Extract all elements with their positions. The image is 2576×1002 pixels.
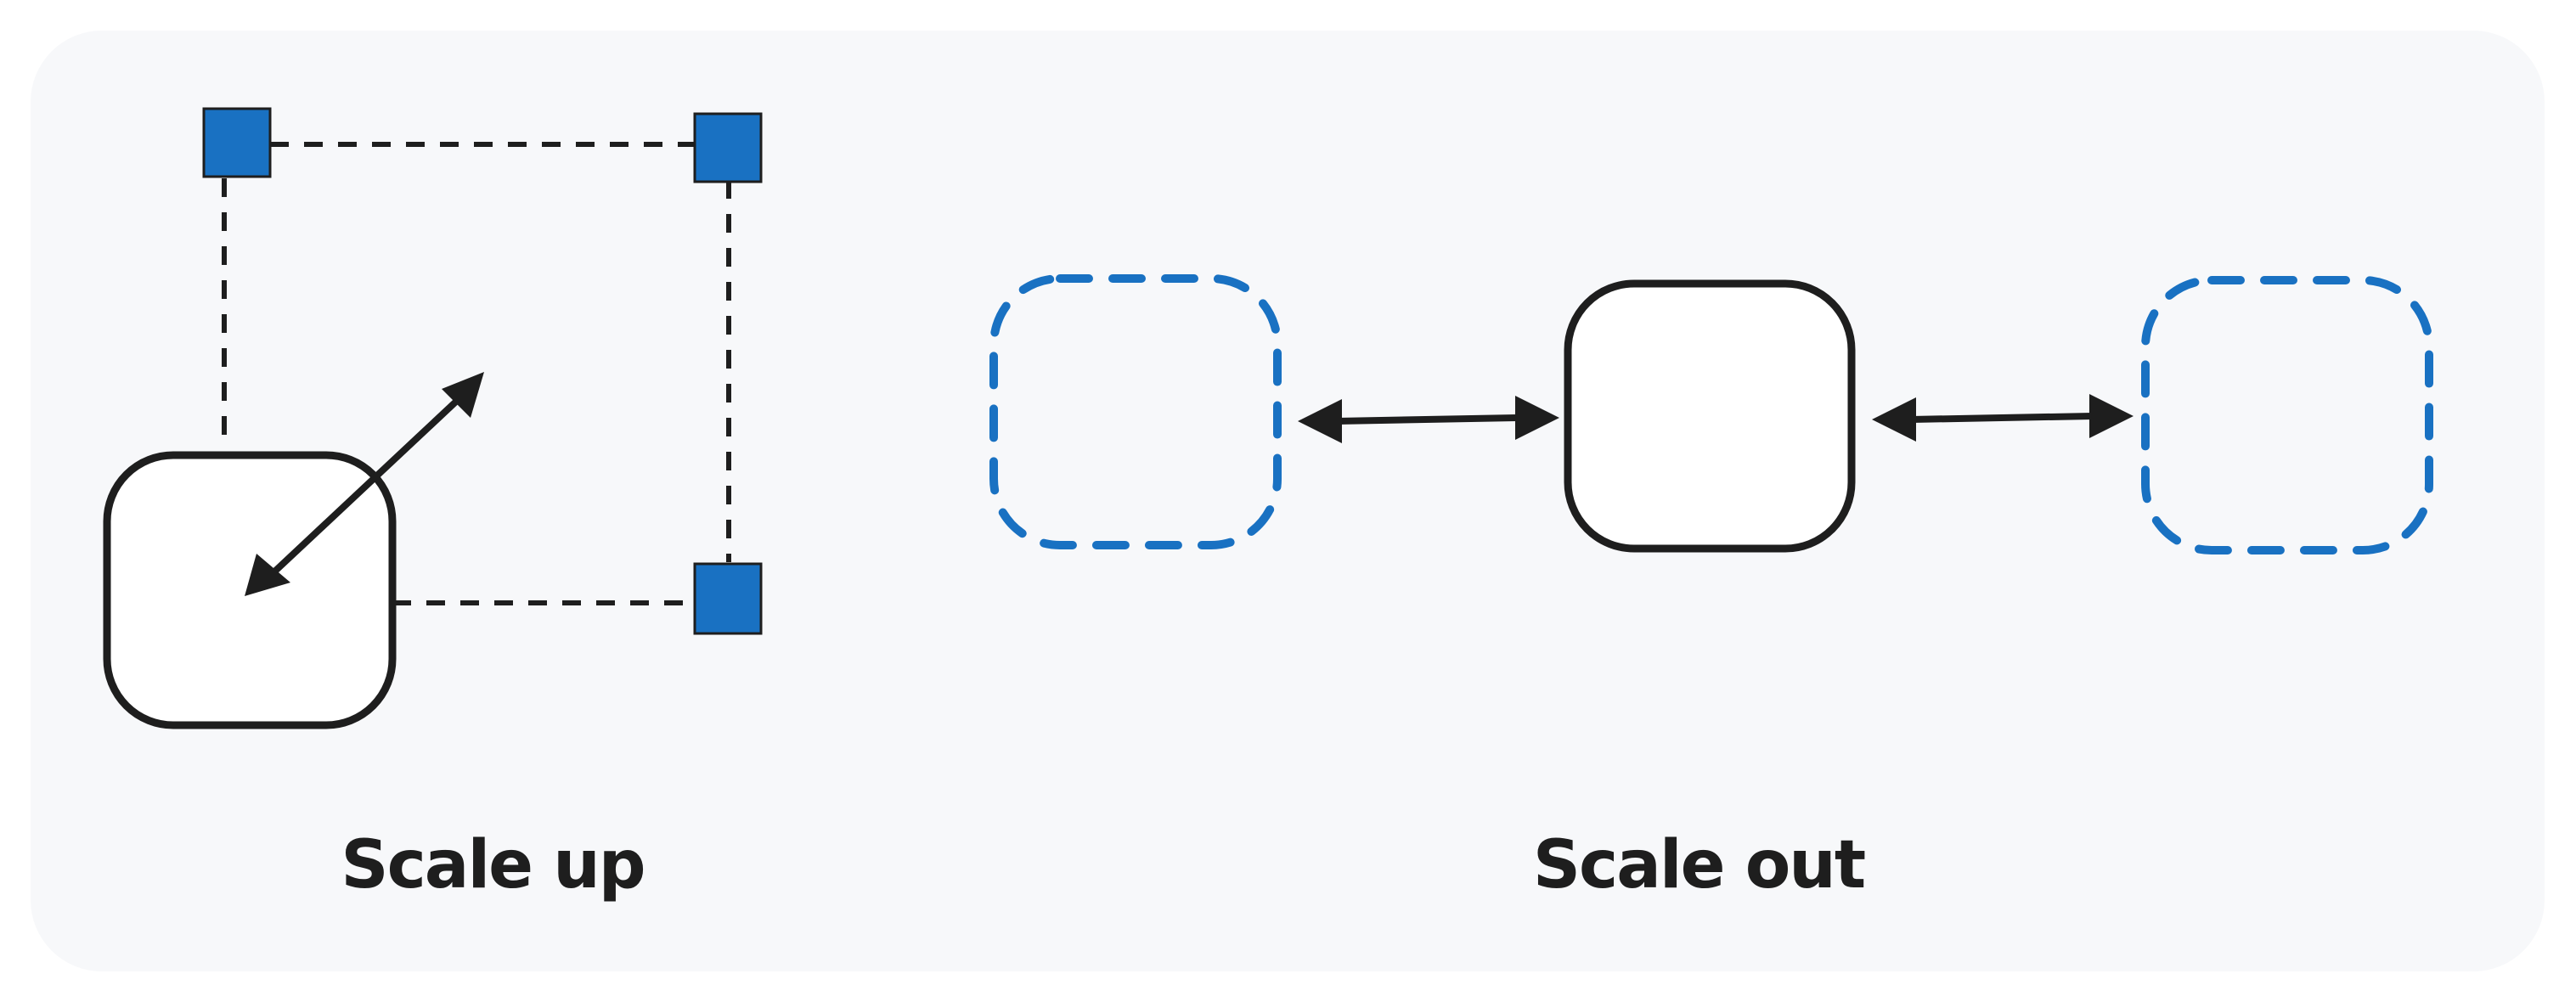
scale-out-instance-left [989,274,1282,549]
scale-out-instance-right [2141,276,2433,554]
scale-out-group [989,274,2433,554]
resize-handle-top-right [693,112,763,183]
scale-up-arrowhead-bottom-left [245,554,290,596]
diagram-panel [31,31,2545,971]
scale-out-label: Scale out [1532,827,1866,903]
scale-out-left-arrowhead-left [1298,399,1342,443]
scale-up-group [103,107,763,729]
scale-up-arrow-shaft [268,397,461,578]
scale-up-label: Scale up [341,827,645,903]
scale-out-right-arrowhead-right [2089,394,2134,438]
scale-up-arrowhead-top-right [442,372,484,418]
scale-out-right-arrow-shaft [1910,413,2094,423]
scale-out-left-arrow-shaft [1336,414,1518,425]
resize-handle-top-left [202,107,272,178]
scale-out-left-arrowhead-right [1515,396,1559,440]
scale-out-right-arrowhead-left [1872,397,1916,442]
scale-out-box [1564,279,1856,553]
resize-handle-bottom-right [693,562,763,635]
